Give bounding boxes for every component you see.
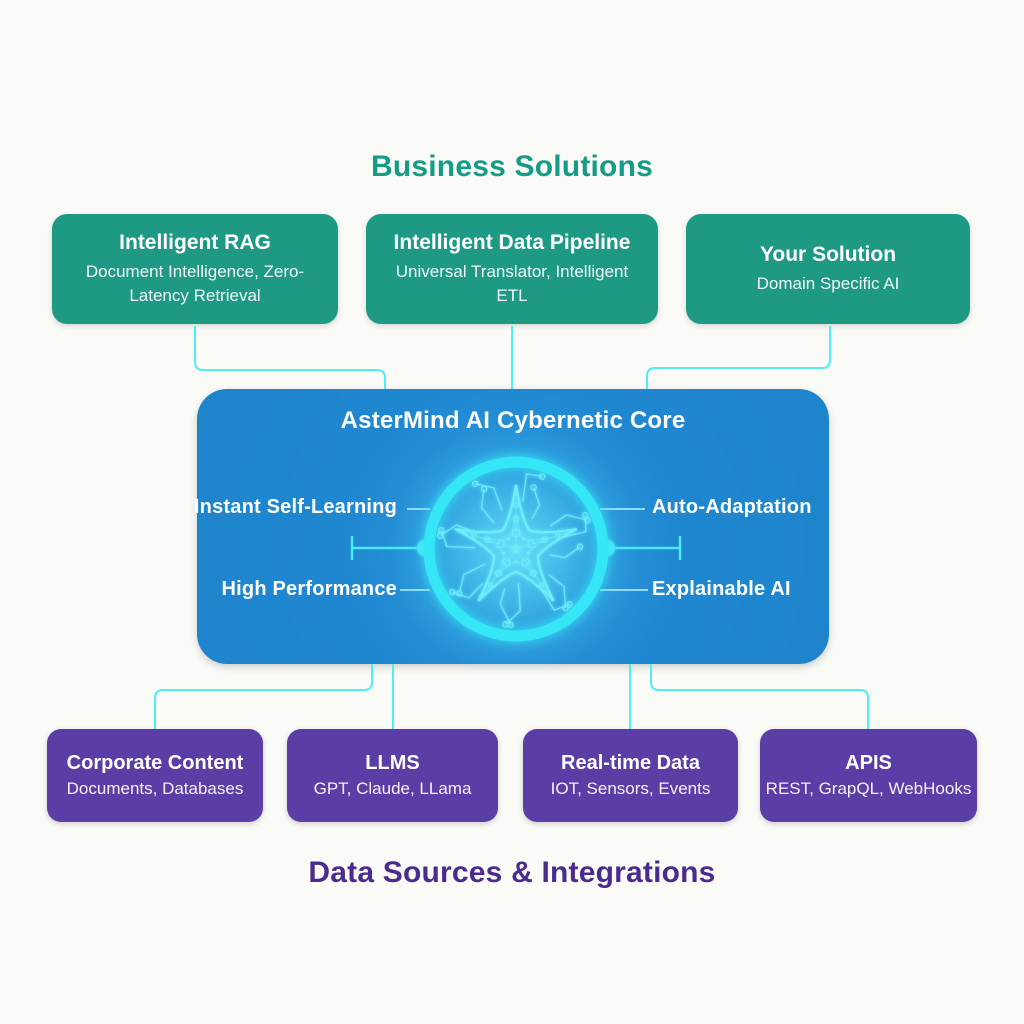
source-box-title: APIS (845, 752, 892, 774)
source-box-corporate-content: Corporate Content Documents, Databases (47, 729, 263, 822)
feature-explainable-ai: Explainable AI (652, 578, 791, 600)
solution-box-intelligent-rag: Intelligent RAG Document Intelligence, Z… (52, 214, 338, 324)
source-box-title: Corporate Content (66, 752, 244, 774)
solution-box-your-solution: Your Solution Domain Specific AI (686, 214, 970, 324)
source-box-title: LLMS (365, 752, 420, 774)
feature-auto-adaptation: Auto-Adaptation (652, 496, 812, 518)
solution-box-title: Intelligent Data Pipeline (393, 230, 631, 254)
source-box-llms: LLMS GPT, Claude, LLama (287, 729, 498, 822)
connector-group-bottom (154, 664, 869, 729)
feature-instant-self-learning: Instant Self-Learning (193, 496, 397, 518)
source-box-title: Real-time Data (561, 752, 700, 774)
solution-box-subtitle: Universal Translator, Intelligent ETL (395, 261, 629, 305)
solution-box-subtitle: Document Intelligence, Zero-Latency Retr… (85, 261, 305, 305)
source-box-realtime-data: Real-time Data IOT, Sensors, Events (523, 729, 738, 822)
source-box-subtitle: IOT, Sensors, Events (550, 779, 711, 798)
source-box-apis: APIS REST, GrapQL, WebHooks (760, 729, 977, 822)
source-box-subtitle: REST, GrapQL, WebHooks (765, 779, 972, 798)
ai-core-title: AsterMind AI Cybernetic Core (340, 407, 686, 434)
business-solutions-title: Business Solutions (371, 150, 653, 183)
connector-group-top (194, 326, 831, 389)
data-sources-title: Data Sources & Integrations (308, 856, 716, 889)
source-box-subtitle: Documents, Databases (66, 779, 244, 798)
solution-box-title: Intelligent RAG (119, 230, 271, 254)
solution-box-subtitle: Domain Specific AI (756, 273, 900, 293)
solution-box-data-pipeline: Intelligent Data Pipeline Universal Tran… (366, 214, 658, 324)
feature-high-performance: High Performance (221, 578, 397, 600)
solution-box-title: Your Solution (759, 242, 897, 266)
source-box-subtitle: GPT, Claude, LLama (313, 779, 472, 798)
